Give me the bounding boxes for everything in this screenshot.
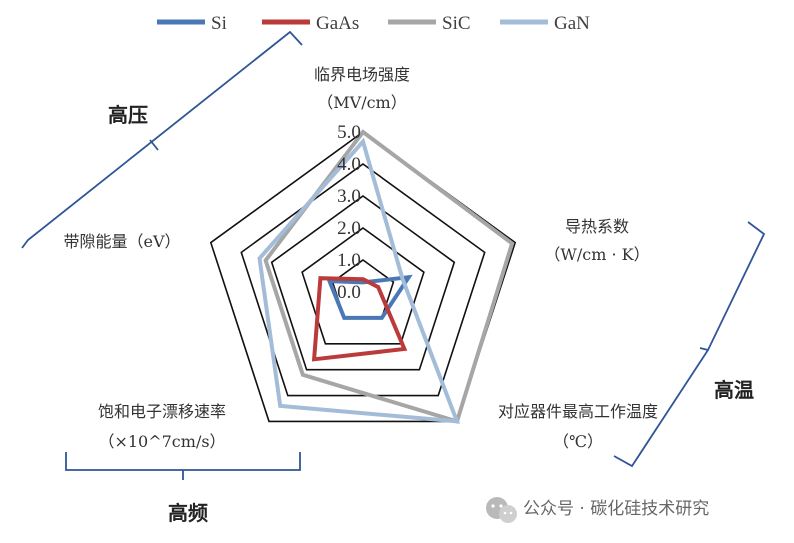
- grid-ring-4: [240, 163, 486, 397]
- axis-label: 带隙能量（eV）: [63, 232, 180, 251]
- bracket-high-temp: [613, 221, 766, 468]
- watermark-text: 公众号 · 碳化硅技术研究: [523, 499, 709, 519]
- legend-label-gaas: GaAs: [316, 13, 359, 34]
- axis-label-unit: （℃）: [553, 432, 603, 451]
- axis-label: 导热系数: [565, 217, 629, 236]
- group-label-high-voltage: 高压: [108, 103, 148, 127]
- legend-label-si: Si: [211, 13, 227, 34]
- series-polygon-sic: [263, 129, 515, 424]
- watermark: 公众号 · 碳化硅技术研究: [486, 497, 709, 523]
- tick-label: 3.0: [337, 186, 361, 207]
- tick-label: 5.0: [337, 122, 361, 143]
- wechat-icon: [486, 497, 517, 523]
- tick-label: 1.0: [337, 250, 361, 271]
- group-label-high-freq: 高频: [168, 501, 208, 525]
- series-polygon-gan: [257, 137, 461, 424]
- tick-label: 0.0: [337, 282, 361, 303]
- grid-ring-3: [270, 195, 456, 371]
- bracket-high-voltage: [21, 30, 303, 249]
- axis-label-unit: （W/cm · K）: [544, 245, 649, 264]
- series-polygon-gaas: [311, 276, 408, 362]
- tick-label: 4.0: [337, 154, 361, 175]
- radar-axis-labels: 临界电场强度 （MV/cm） 导热系数 （W/cm · K） 对应器件最高工作温度 （℃）…: [63, 65, 658, 451]
- axis-label-unit: （MV/cm）: [317, 93, 406, 112]
- radar-ticks: 0.0 1.0 2.0 3.0 4.0 5.0: [337, 122, 361, 303]
- grid-ring-5: [209, 131, 517, 423]
- axis-label: 对应器件最高工作温度: [498, 402, 658, 421]
- chart-legend: Si GaAs SiC GaN: [157, 13, 590, 34]
- axis-label: 临界电场强度: [314, 65, 410, 84]
- axis-label-unit: （×10^7cm/s）: [98, 432, 225, 451]
- axis-label: 饱和电子漂移速率: [98, 402, 226, 421]
- tick-label: 2.0: [337, 218, 361, 239]
- legend-label-sic: SiC: [442, 13, 471, 34]
- grid-ring-2: [301, 227, 425, 345]
- legend-label-gan: GaN: [554, 13, 590, 34]
- group-label-high-temp: 高温: [714, 378, 754, 402]
- radar-series: [257, 129, 515, 424]
- bracket-high-freq: [65, 452, 301, 480]
